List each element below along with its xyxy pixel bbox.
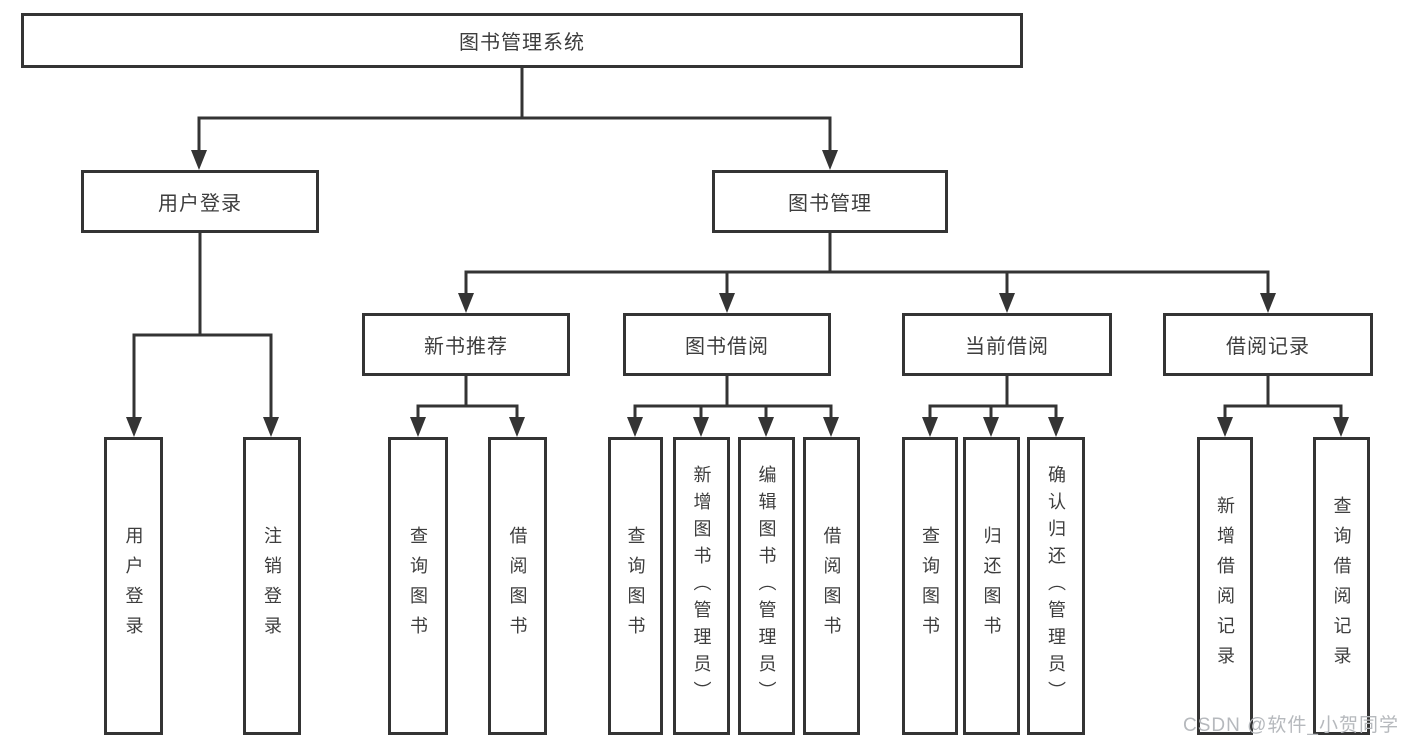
leaf-cb-confirm-return-label: 确认归还（管理员） — [1046, 464, 1066, 708]
leaf-bb-edit-book-label: 编辑图书（管理员） — [756, 464, 777, 708]
leaf-cb-query-book-label: 查询图书 — [920, 526, 940, 646]
node-new-book-recommend-label: 新书推荐 — [424, 336, 508, 358]
leaf-bb-edit-book: 编辑图书（管理员） — [738, 437, 795, 735]
leaf-bb-add-book-label: 新增图书（管理员） — [691, 464, 712, 708]
leaf-cb-query-book: 查询图书 — [902, 437, 958, 735]
node-user-login-label: 用户登录 — [158, 193, 242, 215]
leaf-logout-label: 注销登录 — [262, 526, 282, 646]
node-root-label: 图书管理系统 — [459, 32, 585, 54]
node-book-borrow: 图书借阅 — [623, 313, 831, 376]
node-book-management: 图书管理 — [712, 170, 948, 233]
leaf-nbr-borrow-book: 借阅图书 — [488, 437, 547, 735]
node-current-borrow-label: 当前借阅 — [965, 336, 1049, 358]
leaf-bb-borrow-book: 借阅图书 — [803, 437, 860, 735]
leaf-user-login-label: 用户登录 — [123, 526, 144, 646]
leaf-br-add-record-label: 新增借阅记录 — [1215, 496, 1235, 676]
node-root: 图书管理系统 — [21, 13, 1023, 68]
node-user-login: 用户登录 — [81, 170, 319, 233]
node-book-borrow-label: 图书借阅 — [685, 336, 769, 358]
leaf-cb-confirm-return: 确认归还（管理员） — [1027, 437, 1085, 735]
node-borrow-record-label: 借阅记录 — [1226, 336, 1310, 358]
leaf-nbr-query-book-label: 查询图书 — [408, 526, 428, 646]
leaf-nbr-borrow-book-label: 借阅图书 — [507, 526, 528, 646]
node-borrow-record: 借阅记录 — [1163, 313, 1373, 376]
node-new-book-recommend: 新书推荐 — [362, 313, 570, 376]
leaf-cb-return-book: 归还图书 — [963, 437, 1020, 735]
leaf-br-add-record: 新增借阅记录 — [1197, 437, 1253, 735]
leaf-bb-add-book: 新增图书（管理员） — [673, 437, 730, 735]
leaf-bb-query-book-label: 查询图书 — [625, 526, 646, 646]
leaf-cb-return-book-label: 归还图书 — [981, 526, 1002, 646]
leaf-logout: 注销登录 — [243, 437, 301, 735]
csdn-watermark: CSDN @软件_小贺同学 — [1183, 715, 1399, 736]
leaf-bb-borrow-book-label: 借阅图书 — [821, 526, 842, 646]
leaf-br-query-record: 查询借阅记录 — [1313, 437, 1370, 735]
leaf-nbr-query-book: 查询图书 — [388, 437, 448, 735]
node-current-borrow: 当前借阅 — [902, 313, 1112, 376]
leaf-br-query-record-label: 查询借阅记录 — [1331, 496, 1352, 676]
leaf-bb-query-book: 查询图书 — [608, 437, 663, 735]
leaf-user-login: 用户登录 — [104, 437, 163, 735]
node-book-management-label: 图书管理 — [788, 193, 872, 215]
